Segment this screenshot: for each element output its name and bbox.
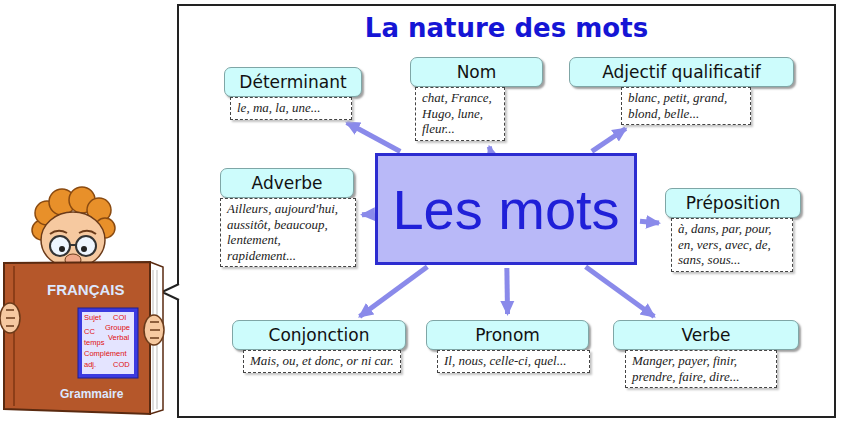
- diagram-title: La nature des mots: [178, 13, 835, 43]
- arrow: [504, 268, 510, 314]
- examples: blanc, petit, grand, blond, belle...: [628, 90, 727, 121]
- central-box: Les mots: [375, 153, 637, 265]
- arrow: [592, 129, 626, 152]
- examples: le, ma, la, une...: [237, 100, 320, 115]
- book-word: adj.: [84, 360, 96, 369]
- category-box: Déterminant le, ma, la, une...: [224, 67, 362, 120]
- arrow: [362, 212, 372, 217]
- examples: Mais, ou, et donc, or ni car.: [250, 353, 394, 368]
- book-word: Grammaire: [60, 387, 123, 401]
- category-header: Verbe: [613, 320, 799, 350]
- examples-box: Il, nous, celle-ci, quel...: [437, 350, 590, 373]
- category-header: Adverbe: [220, 168, 354, 198]
- category-box: ConjonctionMais, ou, et donc, or ni car.: [232, 320, 406, 373]
- category-name: Verbe: [681, 325, 730, 345]
- book-word: Groupe: [105, 323, 130, 332]
- examples: Il, nous, celle-ci, quel...: [444, 353, 566, 368]
- book-word: FRANÇAIS: [47, 281, 125, 298]
- arrow: [586, 267, 655, 317]
- arrow: [360, 267, 428, 317]
- frame: [178, 5, 835, 417]
- arrow: [487, 147, 493, 151]
- book-word: Complément: [84, 349, 127, 358]
- book-word: CC: [84, 327, 95, 336]
- book-word: COD: [113, 360, 130, 369]
- category-name: Préposition: [686, 193, 780, 213]
- cartoon-man: [32, 187, 115, 268]
- category-header: Pronom: [426, 320, 589, 350]
- examples-box: le, ma, la, une...: [230, 97, 352, 120]
- category-box: Préposition à, dans, par, pour, en, vers,…: [665, 188, 801, 272]
- examples-box: blanc, petit, grand, blond, belle...: [621, 87, 751, 125]
- hands: [0, 303, 164, 345]
- book-word: COI: [113, 313, 126, 322]
- book-word: temps: [84, 338, 104, 347]
- category-name: Déterminant: [239, 72, 346, 92]
- examples-box: chat, France, Hugo, lune, fleur...: [415, 87, 505, 141]
- central-label: Les mots: [392, 177, 619, 242]
- category-box: Adjectif qualificatif blanc, petit, grand…: [569, 57, 794, 125]
- examples-box: Manger, payer, finir, prendre, faire, di…: [625, 350, 777, 388]
- category-header: Conjonction: [232, 320, 406, 350]
- speech-pointer: [162, 284, 180, 300]
- category-box: Nom chat, France, Hugo, lune, fleur...: [410, 57, 543, 141]
- category-name: Adjectif qualificatif: [602, 62, 761, 82]
- book-word: Sujet: [84, 313, 101, 322]
- book-word: Verbal: [108, 333, 129, 342]
- examples: Ailleurs, aujourd'hui, aussitôt, beaucou…: [227, 201, 338, 263]
- category-header: Préposition: [665, 188, 801, 218]
- examples-box: Ailleurs, aujourd'hui, aussitôt, beaucou…: [220, 198, 356, 267]
- examples: à, dans, par, pour, en, vers, avec, de, …: [678, 221, 772, 267]
- category-name: Conjonction: [269, 325, 370, 345]
- category-header: Nom: [410, 57, 543, 87]
- category-box: PronomIl, nous, celle-ci, quel...: [426, 320, 590, 373]
- category-box: VerbeManger, payer, finir, prendre, fair…: [613, 320, 799, 388]
- category-name: Nom: [457, 62, 497, 82]
- category-box: AdverbeAilleurs, aujourd'hui, aussitôt, …: [220, 168, 356, 267]
- arrow: [347, 122, 401, 151]
- book: [4, 262, 163, 414]
- category-name: Pronom: [475, 325, 540, 345]
- examples: chat, France, Hugo, lune, fleur...: [422, 90, 492, 136]
- examples-box: à, dans, par, pour, en, vers, avec, de, …: [671, 218, 793, 272]
- category-header: Adjectif qualificatif: [569, 57, 794, 87]
- category-header: Déterminant: [224, 67, 362, 97]
- examples: Manger, payer, finir, prendre, faire, di…: [632, 353, 739, 384]
- arrow: [640, 221, 659, 223]
- examples-box: Mais, ou, et donc, or ni car.: [243, 350, 401, 373]
- category-name: Adverbe: [252, 173, 323, 193]
